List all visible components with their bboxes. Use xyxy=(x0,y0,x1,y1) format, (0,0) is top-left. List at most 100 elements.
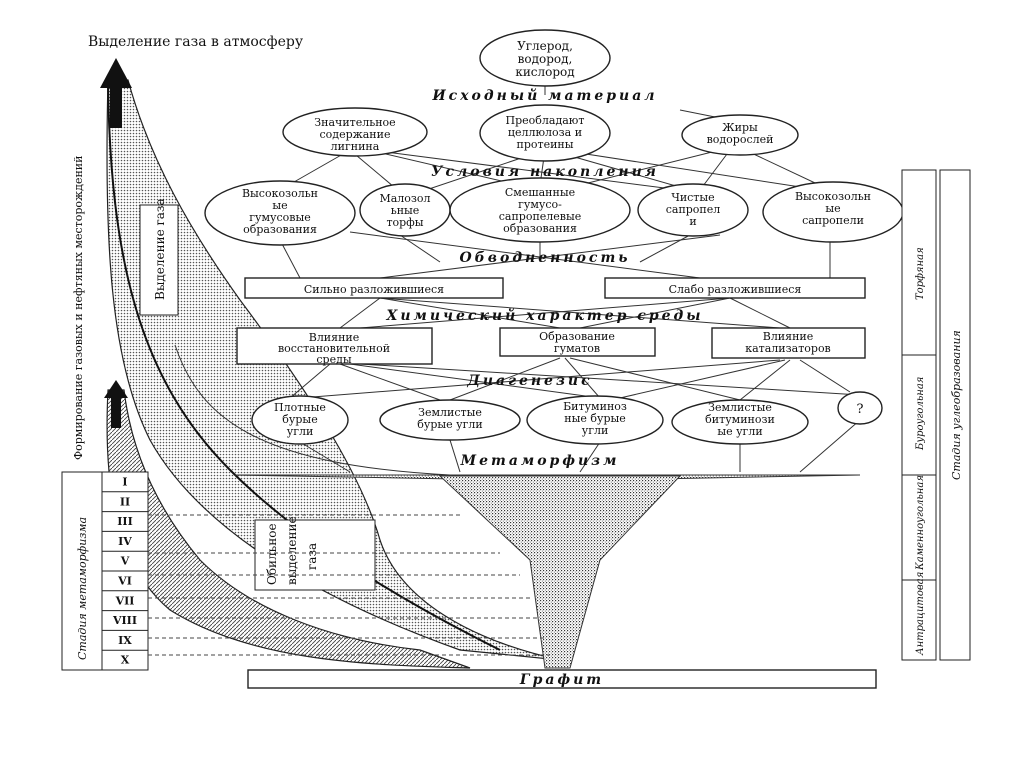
node-pure-sapropel-line3: и xyxy=(689,215,696,228)
node-humates-line2: гуматов xyxy=(554,342,600,355)
node-dense-brown-line2: бурые xyxy=(282,413,317,426)
node-earthy-brown-line1: Землистые xyxy=(418,406,482,419)
node-weak-decomp-label: Слабо разложившиеся xyxy=(669,283,802,296)
node-fats xyxy=(681,114,799,156)
node-low-ash-peat-line3: торфы xyxy=(386,216,423,229)
roman-numeral: I xyxy=(122,475,127,488)
left-vertical-label: Формирование газовых и нефтяных месторож… xyxy=(72,156,85,460)
stage-dashed-lines xyxy=(148,514,550,656)
stage-peat-label: Торфяная xyxy=(915,247,926,300)
coalification-column xyxy=(939,169,971,661)
roman-numeral: III xyxy=(117,515,132,528)
node-unknown-label: ? xyxy=(857,402,864,417)
coalification-label: Стадия углеобразования xyxy=(950,330,963,480)
node-strong-decomp xyxy=(244,277,504,299)
node-earthy-brown xyxy=(379,399,521,441)
top-label: Выделение газа в атмосферу xyxy=(88,34,304,50)
node-lignin-line2: содержание xyxy=(320,128,391,141)
section-diagenesis: Диагенезис xyxy=(466,373,592,389)
roman-numeral: VI xyxy=(117,574,132,587)
node-weak-decomp xyxy=(604,277,866,299)
section-accumulation: Условия накопления xyxy=(431,164,659,180)
stage-hard-label: Каменноугольная xyxy=(915,475,926,571)
roman-numeral: VII xyxy=(115,594,135,607)
node-mixed-line2: гумусо- xyxy=(518,198,562,211)
node-carbon-line3: кислород xyxy=(515,65,574,79)
node-carbon-line1: Углерод, xyxy=(517,39,573,53)
node-cellulose xyxy=(479,104,611,162)
roman-numeral: X xyxy=(121,654,130,667)
node-unknown xyxy=(837,391,883,425)
abundant-gas-label-3: газа xyxy=(305,543,319,570)
node-lignin-line3: лигнина xyxy=(331,140,380,153)
node-lignin xyxy=(282,107,428,157)
node-mixed-line1: Смешанные xyxy=(505,186,575,199)
node-strong-decomp-label: Сильно разложившиеся xyxy=(304,283,444,296)
abundant-gas-label-2: выделение xyxy=(285,516,299,585)
metamorphism-stage-box xyxy=(61,471,103,671)
section-metamorphism: Метаморфизм xyxy=(460,453,620,469)
gas-arrow-small-icon xyxy=(104,380,128,398)
node-fats-line2: водорослей xyxy=(707,133,774,146)
node-high-ash-sapropel-line1: Высокозольн xyxy=(795,190,871,203)
connection-lines xyxy=(279,82,861,473)
node-bitum-brown-line2: ные бурые xyxy=(564,412,626,425)
graphite-box xyxy=(247,669,877,689)
node-bitum-brown-line1: Битуминоз xyxy=(563,400,627,413)
node-bitum-brown xyxy=(526,395,664,445)
node-bitum-brown-line3: угли xyxy=(582,424,609,437)
node-cellulose-line2: целлюлоза и xyxy=(508,126,582,139)
node-dense-brown-line1: Плотные xyxy=(274,401,326,414)
gas-release-box xyxy=(139,204,179,316)
node-reducing-line1: Влияние xyxy=(309,331,360,344)
stage-brown-label: Буроугольная xyxy=(915,377,926,451)
node-humates-line1: Образование xyxy=(539,330,615,343)
node-earthy-bitum-line2: битуминози xyxy=(705,413,775,426)
metamorphism-stage-label: Стадия метаморфизма xyxy=(76,517,89,660)
node-carbon-line2: водород, xyxy=(518,52,573,66)
node-carbon xyxy=(479,29,611,87)
graphite-label: Графит xyxy=(519,672,604,688)
node-cellulose-line3: протеины xyxy=(516,138,573,151)
node-reducing xyxy=(236,327,433,365)
abundant-gas-box xyxy=(254,519,376,591)
stage-anthracite-label: Антрацитовая xyxy=(915,572,926,656)
roman-numeral: IX xyxy=(118,634,132,647)
roman-numeral: IV xyxy=(118,535,132,548)
node-high-ash-humus-line3: гумусовые xyxy=(249,211,311,224)
section-watering: Обводненность xyxy=(459,250,630,266)
node-lignin-line1: Значительное xyxy=(314,116,395,129)
node-low-ash-peat-line2: ьные xyxy=(391,204,420,217)
node-earthy-brown-line2: бурые угли xyxy=(417,418,482,431)
node-dense-brown-line3: угли xyxy=(287,425,314,438)
node-low-ash-peat-line1: Малозол xyxy=(379,192,430,205)
node-earthy-bitum xyxy=(671,399,809,445)
node-fats-line1: Жиры xyxy=(722,121,758,134)
section-chemistry: Химический характер среды xyxy=(385,307,703,324)
node-high-ash-humus-line4: образования xyxy=(243,223,317,236)
node-earthy-bitum-line1: Землистые xyxy=(708,401,772,414)
node-mixed xyxy=(449,177,631,243)
node-dense-brown xyxy=(251,395,349,445)
node-catalysts-line1: Влияние xyxy=(763,330,814,343)
abundant-gas-label-1: Обильное xyxy=(265,523,279,585)
node-high-ash-sapropel-line2: ые xyxy=(825,202,840,215)
node-high-ash-humus-line1: Высокозольн xyxy=(242,187,318,200)
node-humates xyxy=(499,327,656,357)
node-pure-sapropel xyxy=(637,183,749,237)
node-reducing-line2: восстановительной xyxy=(278,342,390,355)
node-cellulose-line1: Преобладают xyxy=(506,114,585,127)
roman-numeral: VIII xyxy=(112,614,137,627)
node-high-ash-sapropel-line3: сапропели xyxy=(802,214,864,227)
gas-arrow-small-shaft xyxy=(111,398,121,428)
node-catalysts xyxy=(711,327,866,359)
section-source: Исходный материал xyxy=(431,87,657,104)
gas-arrow-large-icon xyxy=(100,58,132,88)
node-pure-sapropel-line1: Чистые xyxy=(671,191,714,204)
metamorphism-cone xyxy=(438,475,682,669)
gas-release-label: Выделение газа xyxy=(153,198,167,300)
right-stage-column xyxy=(901,169,937,661)
